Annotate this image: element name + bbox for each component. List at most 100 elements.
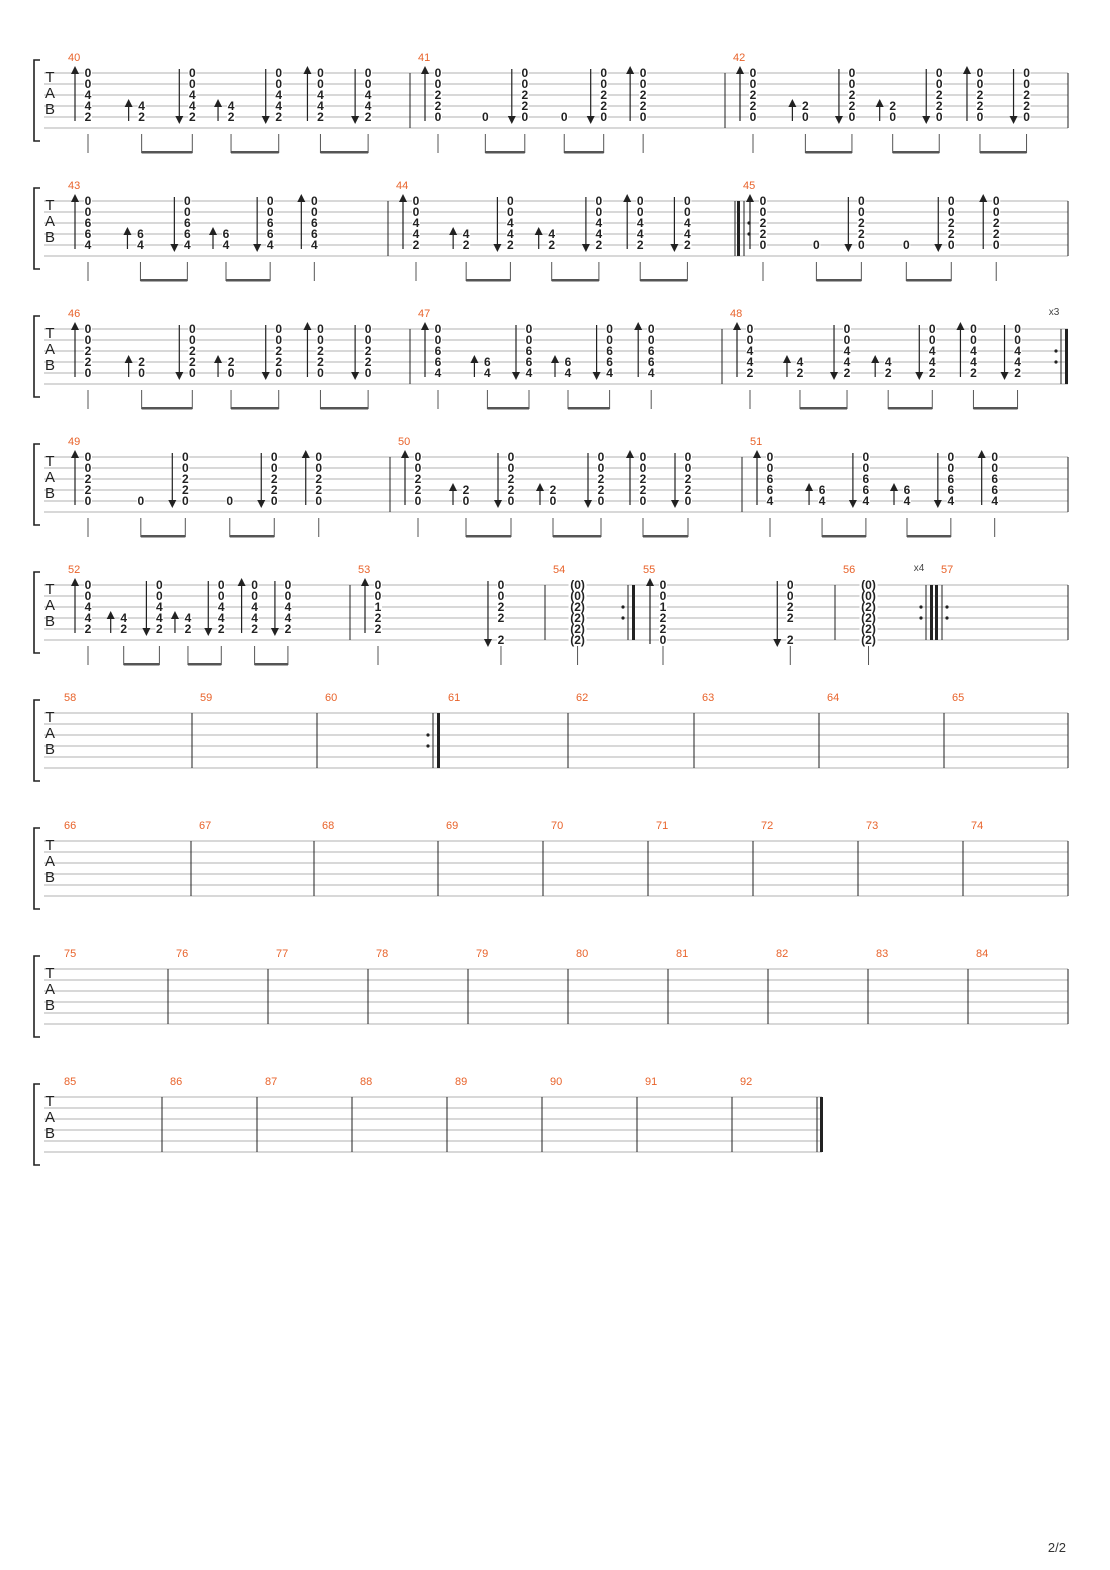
measure-number: 66 [64, 820, 76, 832]
fret-number: 6 [904, 483, 911, 497]
fret-number: 0 [948, 194, 955, 208]
strum-down-arrow-icon [512, 372, 520, 380]
measure-73: 73 [866, 820, 964, 896]
fret-number: 0 [85, 194, 92, 208]
measure-number: 84 [976, 948, 988, 960]
measure-76: 76 [176, 948, 269, 1024]
strum-down-arrow-icon [142, 628, 151, 636]
strum-down-arrow-icon [261, 372, 270, 380]
repeat-dot [426, 744, 430, 748]
measure-number: 50 [398, 436, 410, 448]
fret-number: 0 [760, 194, 767, 208]
fret-number: 0 [138, 366, 145, 380]
measure-78: 78 [376, 948, 469, 1024]
rhythm-beam [485, 151, 525, 154]
fret-number: (2) [570, 600, 585, 614]
fret-number: 0 [858, 205, 865, 219]
fret-number: 1 [375, 600, 382, 614]
fret-number: 0 [218, 578, 225, 592]
fret-number: 0 [435, 322, 442, 336]
rhythm-beam [320, 407, 369, 410]
measure-70: 70 [551, 820, 649, 896]
tab-clef-letter: A [45, 725, 55, 742]
measure-79: 79 [476, 948, 569, 1024]
strum-event: 64 [551, 355, 572, 409]
fret-number: 0 [849, 77, 856, 91]
measure-88: 88 [360, 1076, 448, 1152]
strum-event: 0 [812, 238, 821, 281]
strum-down-arrow-icon [671, 500, 679, 508]
fret-number: 0 [482, 110, 489, 124]
rhythm-beam [141, 151, 193, 154]
fret-number: 2 [275, 110, 282, 124]
system-bracket [33, 59, 40, 142]
measure-90: 90 [550, 1076, 638, 1152]
measure-57: 57 [935, 564, 1069, 640]
fret-number: 0 [435, 66, 442, 80]
fret-number: 0 [508, 450, 515, 464]
repeat-end-barline [632, 585, 635, 640]
fret-number: 2 [600, 88, 607, 102]
repeat-dot [945, 616, 949, 620]
fret-number: 4 [85, 238, 92, 252]
measure-61: 61 [448, 692, 569, 768]
fret-number: 2 [315, 472, 322, 486]
measure-number: 53 [358, 564, 370, 576]
fret-number: 2 [970, 366, 977, 380]
measure-number: 90 [550, 1076, 562, 1088]
fret-number: 0 [977, 110, 984, 124]
fret-number: 0 [640, 77, 647, 91]
fret-number: 0 [993, 238, 1000, 252]
strum-down-arrow-icon [586, 116, 595, 124]
measure-number: 41 [418, 52, 430, 64]
rhythm-beam [892, 151, 940, 154]
strum-down-arrow-icon [848, 500, 857, 508]
tab-clef-letter: T [45, 1093, 54, 1110]
measure-number: 77 [276, 948, 288, 960]
measure-62: 62 [576, 692, 695, 768]
tab-clef-letter: T [45, 709, 54, 726]
fret-number: 0 [858, 238, 865, 252]
final-barline [820, 1097, 823, 1152]
fret-number: 4 [648, 366, 655, 380]
fret-number: 0 [375, 589, 382, 603]
fret-number: 0 [600, 77, 607, 91]
strum-event: 0 [902, 238, 911, 281]
fret-number: 2 [640, 483, 647, 497]
tab-clef-letter: B [45, 741, 55, 758]
rhythm-beam [568, 407, 610, 410]
fret-number: 2 [120, 622, 127, 636]
fret-number: 4 [218, 611, 225, 625]
tab-clef-letter: T [45, 453, 54, 470]
fret-number: (0) [570, 578, 585, 592]
rhythm-beam [229, 535, 275, 538]
strum-up-arrow-icon [303, 322, 312, 330]
fret-number: 0 [640, 110, 647, 124]
measure-number: 76 [176, 948, 188, 960]
fret-number: 2 [498, 633, 505, 647]
rhythm-beam [906, 279, 952, 282]
measure-number: 78 [376, 948, 388, 960]
fret-number: 2 [787, 633, 794, 647]
strum-up-arrow-icon [626, 66, 635, 74]
fret-number: 0 [936, 66, 943, 80]
strum-down-arrow-icon [257, 500, 266, 508]
fret-number: 2 [85, 483, 92, 497]
strum-down-arrow-icon [261, 116, 270, 124]
fret-number: 4 [285, 600, 292, 614]
fret-number: 0 [648, 322, 655, 336]
strum-event: 42 [170, 611, 192, 665]
fret-number: 0 [863, 450, 870, 464]
fret-number: 0 [85, 450, 92, 464]
